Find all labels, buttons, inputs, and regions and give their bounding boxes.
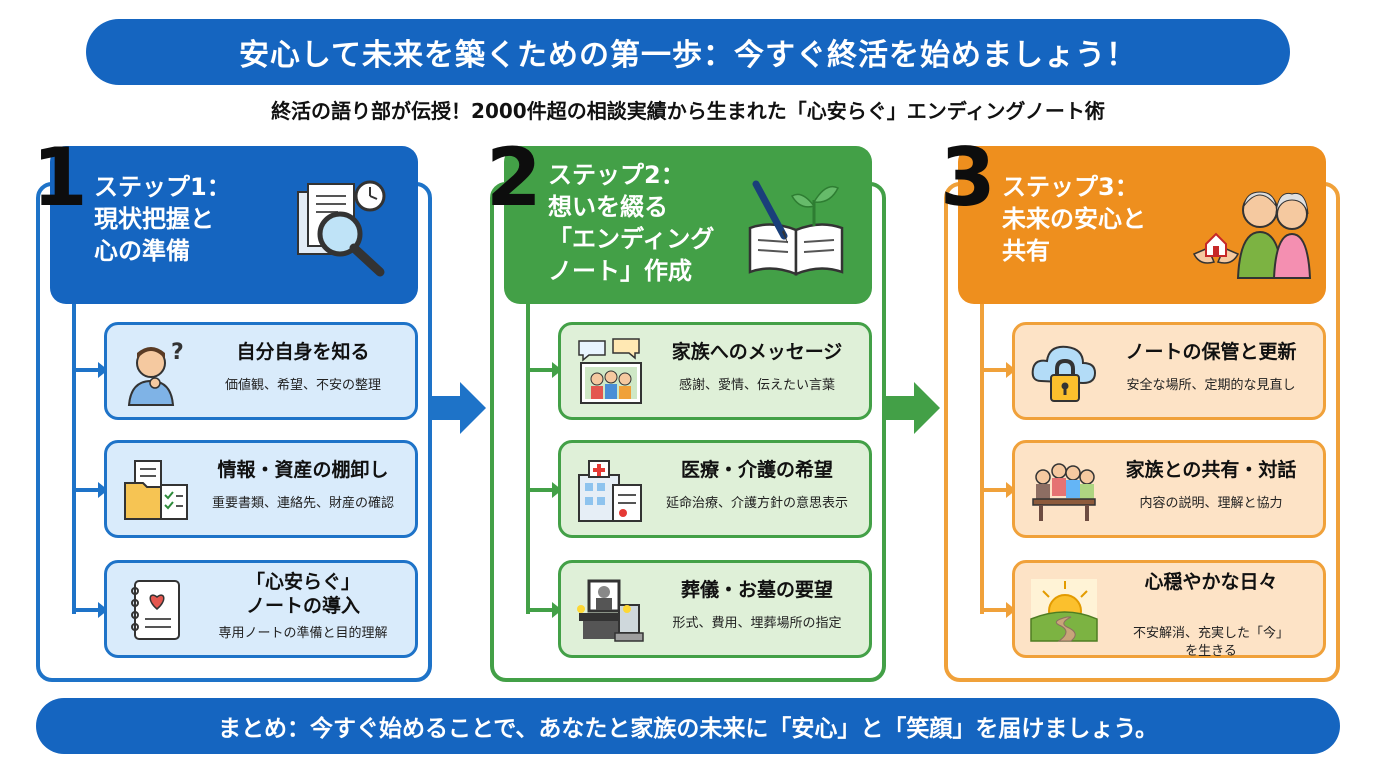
step-3-card-1-title: ノートの保管と更新	[1125, 341, 1297, 363]
step-3-column: ステップ3： 未来の安心と 共有 3 ノートの保管と更新 安全な場所、定期的な見…	[940, 138, 1344, 682]
step-3-card-2-title: 家族との共有・対話	[1125, 459, 1297, 481]
svg-text:?: ?	[171, 340, 184, 365]
step-3-card-3-title: 心穏やかな日々	[1144, 571, 1278, 593]
step-2-card-2-title: 医療・介護の希望	[680, 459, 833, 481]
thinking-person-icon: ?	[127, 340, 184, 406]
step-2-card-1: 家族へのメッセージ 感謝、愛情、伝えたい言葉	[558, 322, 872, 420]
funeral-altar-grave-icon	[577, 579, 644, 642]
step-1-header: ステップ1： 現状把握と 心の準備	[50, 146, 418, 304]
step-1-column: ステップ1： 現状把握と 心の準備 1 ? 自分自身を知る 価値観、希望、不安の…	[32, 138, 436, 682]
step-2-column: ステップ2： 想いを綴る 「エンディング ノート」作成 2	[486, 138, 890, 682]
step-1-number: 1	[32, 131, 88, 224]
step-2-branch-arrow-3	[526, 602, 562, 618]
step-2-card-3: 葬儀・お墓の要望 形式、費用、埋葬場所の指定	[558, 560, 872, 658]
step-2-branch-arrow-1	[526, 362, 562, 378]
step-1-card-1: ? 自分自身を知る 価値観、希望、不安の整理	[104, 322, 418, 420]
step-2-number: 2	[486, 131, 542, 224]
step-1-card-1-title: 自分自身を知る	[236, 341, 370, 363]
flow-arrow-2-to-3-icon	[884, 382, 940, 434]
step-1-title: ステップ1： 現状把握と 心の準備	[94, 173, 231, 265]
step-2-card-3-desc: 形式、費用、埋葬場所の指定	[672, 616, 842, 631]
step-3-branch-arrow-3	[980, 602, 1016, 618]
cloud-lock-icon	[1031, 345, 1097, 402]
step-3-header: ステップ3： 未来の安心と 共有	[958, 146, 1326, 304]
step-2-header: ステップ2： 想いを綴る 「エンディング ノート」作成	[504, 146, 872, 304]
step-1-card-2-title: 情報・資産の棚卸し	[217, 459, 389, 481]
step-2-card-1-desc: 感謝、愛情、伝えたい言葉	[678, 378, 835, 393]
step-3-number: 3	[940, 131, 996, 224]
step-2-card-2: 医療・介護の希望 延命治療、介護方針の意思表示	[558, 440, 872, 538]
step-2-card-2-desc: 延命治療、介護方針の意思表示	[665, 496, 848, 511]
step-1-connector-line	[72, 296, 76, 614]
step-1-branch-arrow-2	[72, 482, 108, 498]
hospital-document-icon	[578, 460, 642, 522]
step-1-branch-arrow-3	[72, 602, 108, 618]
step-3-title: ステップ3： 未来の安心と 共有	[1002, 173, 1146, 265]
step-2-connector-line	[526, 296, 530, 614]
open-book-pen-plant-icon	[748, 180, 844, 276]
folder-checklist-icon	[124, 460, 188, 520]
subtitle: 終活の語り部が伝授！2000件超の相談実績から生まれた「心安らぐ」エンディングノ…	[271, 99, 1105, 123]
family-table-icon	[1032, 463, 1096, 521]
step-1-card-3: 「心安らぐ」 ノートの導入 専用ノートの準備と目的理解	[104, 560, 418, 658]
document-magnifier-clock-icon	[297, 180, 386, 277]
step-3-card-1-desc: 安全な場所、定期的な見直し	[1126, 378, 1296, 393]
step-3-card-3: 心穏やかな日々 不安解消、充実した「今」 を生きる	[1012, 560, 1326, 659]
step-2-branch-arrow-2	[526, 482, 562, 498]
summary-text: まとめ：今すぐ始めることで、あなたと家族の未来に「安心」と「笑顔」を届けましょう…	[217, 716, 1158, 742]
main-title-banner: 安心して未来を築くための第一歩：今すぐ終活を始めましょう！	[86, 19, 1290, 85]
step-3-branch-arrow-1	[980, 362, 1016, 378]
flow-arrow-1-to-2-icon	[430, 382, 486, 434]
sunrise-road-icon	[1030, 579, 1098, 642]
main-title: 安心して未来を築くための第一歩：今すぐ終活を始めましょう！	[238, 38, 1138, 73]
step-3-card-2-desc: 内容の説明、理解と協力	[1139, 496, 1283, 511]
step-3-branch-arrow-2	[980, 482, 1016, 498]
family-photo-speech-bubbles-icon	[578, 338, 642, 404]
step-2-card-1-title: 家族へのメッセージ	[671, 341, 843, 363]
step-1-card-1-desc: 価値観、希望、不安の整理	[224, 378, 381, 393]
step-2-title: ステップ2： 想いを綴る 「エンディング ノート」作成	[548, 161, 715, 285]
step-3-card-2: 家族との共有・対話 内容の説明、理解と協力	[1012, 440, 1326, 538]
step-1-branch-arrow-1	[72, 362, 108, 378]
step-3-card-1: ノートの保管と更新 安全な場所、定期的な見直し	[1012, 322, 1326, 420]
summary-banner: まとめ：今すぐ始めることで、あなたと家族の未来に「安心」と「笑顔」を届けましょう…	[36, 698, 1340, 754]
elderly-couple-house-hands-icon	[1192, 191, 1312, 279]
step-3-connector-line	[980, 296, 984, 614]
heart-notebook-icon	[131, 580, 180, 640]
step-2-card-3-title: 葬儀・お墓の要望	[680, 579, 833, 601]
step-1-card-2: 情報・資産の棚卸し 重要書類、連絡先、財産の確認	[104, 440, 418, 538]
step-1-card-2-desc: 重要書類、連絡先、財産の確認	[211, 496, 394, 511]
step-1-card-3-desc: 専用ノートの準備と目的理解	[218, 626, 388, 641]
step-3-card-3-desc: 不安解消、充実した「今」 を生きる	[1132, 626, 1289, 659]
step-1-card-3-title: 「心安らぐ」 ノートの導入	[245, 571, 360, 617]
